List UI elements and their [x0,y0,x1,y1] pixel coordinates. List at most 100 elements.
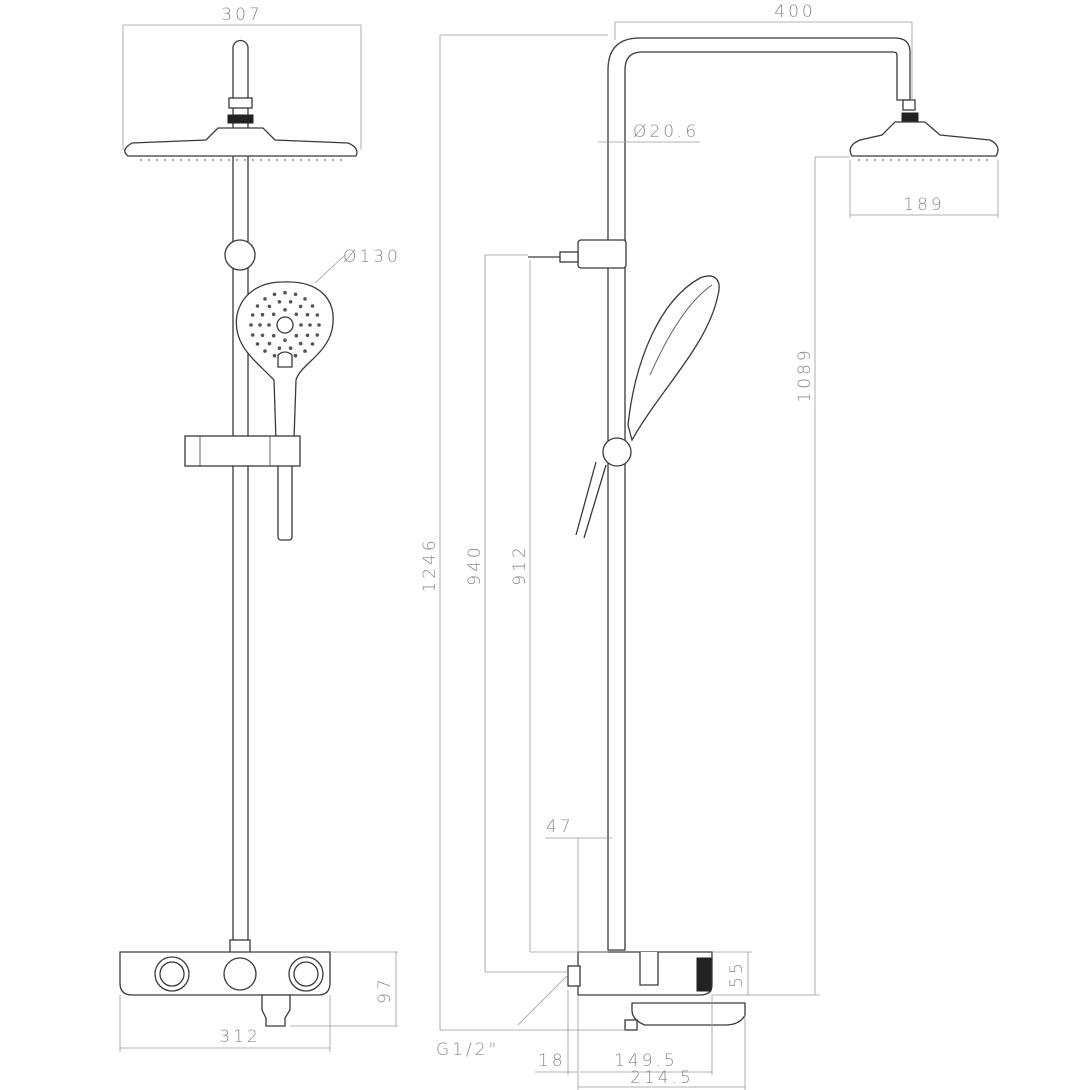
dim-side-arm-reach: 400 [614,2,913,100]
nozzle-dot [315,313,320,317]
dim-side-inlet-thread: G1/2" [436,974,569,1060]
dim-front-mixer-height: 97 [290,951,398,1027]
side-hand-shower [627,275,720,442]
nozzle-dot [272,353,277,358]
dim-label-55: 55 [727,960,747,988]
front-view: 307 Ø130 97 312 [119,5,401,1052]
dim-side-bracket-940: 940 [465,254,568,973]
nozzle-dot [250,313,255,317]
front-slider [184,435,301,467]
dim-label-312: 312 [219,1027,260,1047]
side-hose [575,461,597,536]
dim-side-bracket-912: 912 [510,260,608,953]
dim-side-total-height: 1246 [420,34,625,1031]
nozzle-dot [303,349,307,353]
nozzle-dot [288,300,293,304]
nozzle-dot [305,333,310,338]
nozzle-dot [272,292,277,297]
nozzle-dot [294,333,299,338]
front-bath-spout [261,994,291,1027]
dim-label-940: 940 [465,544,485,585]
nozzle-dot [293,353,298,358]
nozzle-dot [293,292,298,297]
nozzle-dot [267,304,272,309]
nozzle-dot [308,323,312,327]
nozzle-dot [310,342,315,346]
front-overhead-shower-head [124,127,358,157]
nozzle-dot [305,312,310,317]
nozzle-dot [260,333,265,338]
dim-label-97: 97 [375,976,395,1004]
side-hose-edge [583,464,607,539]
dim-front-mixer-width: 312 [119,995,331,1052]
nozzle-dot [298,304,303,309]
nozzle-dot [255,342,260,346]
dim-side-spout-projection: 214.5 [578,1015,746,1090]
dim-front-hand-shower-diameter: Ø130 [314,247,401,284]
side-slider [602,437,632,467]
side-bracket-anchor [559,251,579,263]
side-riser-and-arm [607,37,911,951]
front-head-nut [228,97,253,109]
side-inlet-connector [567,965,581,987]
dim-label-149-5: 149.5 [614,1051,678,1071]
dim-side-pipe-offset: 47 [545,817,612,952]
nozzle-dot [299,323,303,327]
side-wall-bracket [577,239,627,269]
front-center-knob [223,957,257,991]
side-head-nut [902,99,916,111]
side-mixer-recess [639,952,659,986]
dim-label-189: 189 [903,195,944,215]
dim-side-mixer-height: 55 [712,951,752,995]
nozzle-dot [303,297,307,301]
dim-label-307: 307 [221,5,262,25]
nozzle-dot [294,312,299,317]
nozzle-dot [258,323,262,327]
front-hand-shower [235,281,334,441]
nozzle-dot [263,297,267,301]
dim-label-1089: 1089 [795,347,815,402]
nozzle-dot [271,333,276,338]
dim-label-400: 400 [774,2,815,22]
nozzle-dot [298,341,303,346]
nozzle-dot [249,323,253,327]
dim-label-d20-6: Ø20.6 [633,122,699,142]
nozzle-dot [250,333,255,337]
dim-label-47: 47 [546,817,574,837]
nozzle-dot [255,304,260,308]
dim-side-mixer-depth: 149.5 [580,995,713,1075]
nozzle-dot [260,312,265,317]
side-temperature-knob [696,957,712,992]
side-overhead-shower-head [849,121,999,157]
nozzle-dot [283,308,287,312]
side-spout-aerator [624,1019,638,1031]
dim-label-d130: Ø130 [343,247,401,267]
front-rod-ball [224,239,256,271]
dim-side-head-diameter: 189 [849,160,999,218]
nozzle-dot [315,333,320,337]
side-bath-spout [631,1002,746,1026]
dim-label-912: 912 [510,544,530,585]
hand-shower-nozzles [249,290,321,358]
nozzle-dot [267,341,272,346]
dim-label-18: 18 [538,1051,566,1071]
nozzle-dot [277,346,282,351]
dim-side-head-height: 1089 [712,156,850,996]
side-hand-shower-face [649,284,713,376]
dim-label-g1-2: G1/2" [436,1040,499,1060]
front-right-knob-inner [293,961,319,987]
side-view: 400 Ø20.6 189 1089 1246 940 [420,2,999,1090]
nozzle-dot [310,304,315,308]
nozzle-dot [283,338,287,343]
nozzle-dot [317,323,321,327]
dim-front-head-width: 307 [122,5,362,150]
front-left-knob-inner [159,961,185,987]
nozzle-dot [288,346,293,351]
nozzle-dot [271,312,276,317]
dim-side-pipe-diameter: Ø20.6 [598,122,700,143]
front-head-ring [227,114,254,124]
nozzle-dot [283,290,287,295]
hand-shower-button [277,351,293,368]
dim-label-214-5: 214.5 [630,1068,694,1088]
